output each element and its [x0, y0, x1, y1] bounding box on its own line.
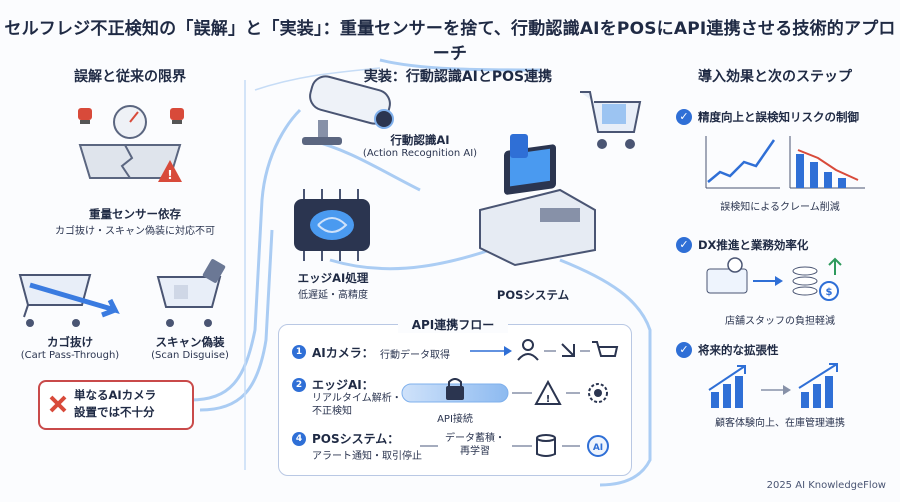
broken-scale-icon: !: [78, 105, 184, 182]
step-2-number: 2: [292, 378, 306, 392]
step-4-number: 4: [292, 432, 306, 446]
step-4-title: POSシステム：: [312, 432, 400, 446]
right-heading: 導入効果と次のステップ: [698, 69, 852, 85]
footer-credit: 2025 AI KnowledgeFlow: [766, 480, 886, 491]
sensor-sub: カゴ抜け・スキャン偽装に対応不可: [55, 226, 215, 237]
accuracy-chart-icon: [705, 136, 865, 189]
edge-sub: 低遅延・高精度: [298, 290, 368, 301]
cross-icon: [49, 395, 67, 413]
edge-chip-icon: [294, 189, 370, 261]
warning-box: 単なるAIカメラ 設置では不十分: [38, 380, 194, 430]
right-item-2-title: DX推進と業務効率化: [698, 238, 809, 252]
api-tube: [401, 378, 509, 403]
svg-text:!: !: [546, 394, 551, 405]
step-1-arrows: [470, 339, 619, 361]
step-1-title: AIカメラ：: [312, 346, 374, 360]
cart-pass-label: カゴ抜け: [47, 335, 93, 349]
pos-terminal-icon: [479, 134, 596, 267]
step-1-number: 1: [292, 345, 306, 359]
step-4-sub: アラート通知・取引停止: [312, 451, 422, 462]
check-icon-3: ✓: [676, 342, 692, 358]
efficiency-icon: $: [706, 257, 842, 301]
check-icon-2: ✓: [676, 237, 692, 253]
step-2-icons: !: [512, 379, 608, 405]
check-icon-1: ✓: [676, 109, 692, 125]
shopping-cart-icon: [580, 91, 642, 149]
camera-label: 行動認識AI: [390, 133, 450, 147]
store-label: データ蓄積・ 再学習: [445, 433, 505, 457]
step-2-sub: リアルタイム解析・ 不正検知: [312, 393, 402, 417]
warning-text: 単なるAIカメラ 設置では不十分: [74, 388, 157, 419]
scan-en: (Scan Disguise): [151, 350, 229, 361]
camera-icon: [302, 75, 394, 145]
right-item-2-caption: 店舗スタッフの負担軽減: [725, 316, 835, 327]
svg-text:$: $: [826, 287, 833, 298]
edge-label: エッジAI処理: [297, 271, 369, 285]
page-title: セルフレジ不正検知の「誤解」と「実装」：重量センサーを捨て、行動認識AIをPOS…: [4, 19, 896, 64]
cart-pass-icon: [18, 274, 120, 327]
scan-label: スキャン偽装: [155, 335, 225, 349]
cart-pass-en: (Cart Pass-Through): [20, 350, 120, 361]
center-heading: 実装：行動認識AIとPOS連携: [363, 69, 553, 85]
pos-label: POSシステム: [496, 288, 570, 302]
svg-text:AI: AI: [593, 443, 603, 453]
right-item-1-caption: 誤検知によるクレーム削減: [720, 202, 840, 213]
expansion-chart-icon: [708, 363, 838, 408]
step-4-icons: AI: [420, 434, 609, 457]
api-flow-title: API連携フロー: [398, 316, 508, 333]
right-item-3-caption: 顧客体験向上、在庫管理連携: [715, 418, 845, 429]
api-label: API接続: [437, 414, 473, 425]
sensor-label: 重量センサー依存: [89, 207, 181, 221]
step-1-sub: 行動データ取得: [380, 350, 450, 361]
step-2-title: エッジAI：: [312, 378, 374, 392]
right-item-1-title: 精度向上と誤検知リスクの制御: [698, 110, 859, 124]
scan-disguise-icon: [156, 259, 226, 327]
camera-en: (Action Recognition AI): [362, 148, 478, 159]
left-heading: 誤解と従来の限界: [74, 69, 186, 85]
svg-text:!: !: [167, 168, 172, 182]
right-item-3-title: 将来的な拡張性: [698, 343, 779, 357]
